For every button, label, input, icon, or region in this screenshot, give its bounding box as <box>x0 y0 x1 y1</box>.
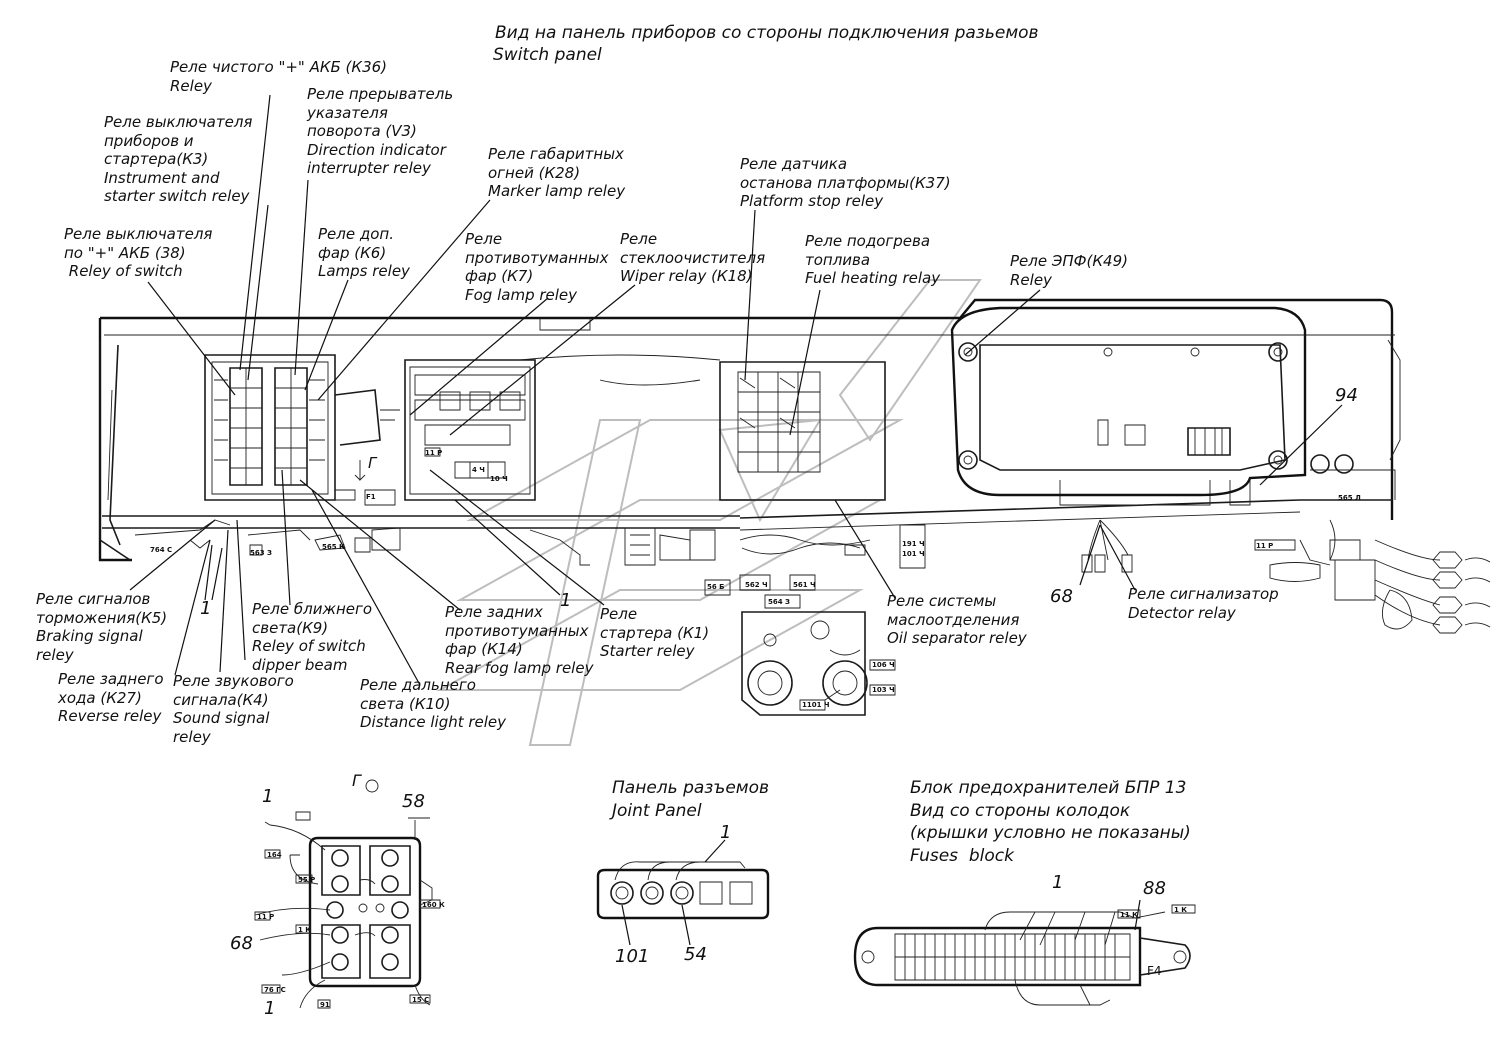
ref-number-58: 58 <box>402 791 425 812</box>
label-relay-k49: Реле ЭПФ(К49) Reley <box>1010 252 1128 289</box>
section-marker-g: Г <box>368 454 377 472</box>
connector-tag: 564 З <box>768 598 791 606</box>
label-relay-k28: Реле габаритных огней (К28) Marker lamp … <box>488 145 626 200</box>
ref-number-1: 1 <box>262 786 274 807</box>
label-relay-k5: Реле сигналов торможения(К5) Braking sig… <box>36 590 168 664</box>
connector-tag: 15 С <box>412 996 430 1004</box>
left-relay-block <box>204 354 400 501</box>
g-view-relay-block <box>254 779 441 1009</box>
ref-number-68: 68 <box>1050 586 1073 607</box>
connector-tag: 103 Ч <box>872 686 895 694</box>
connector-tag: 164 <box>267 851 282 859</box>
label-relay-k38: Реле выключателя по "+" АКБ (38) Reley o… <box>64 225 213 280</box>
label-relay-k4: Реле звукового сигнала(К4) Sound signal … <box>173 672 294 746</box>
ref-number-1: 1 <box>264 998 276 1019</box>
connector-tag: 91 <box>320 1001 330 1009</box>
connector-tag: 11 Р <box>257 913 275 921</box>
label-relay-oil-separator: Реле системы маслоотделения Oil separato… <box>887 592 1027 647</box>
ref-number-88: 88 <box>1143 878 1166 899</box>
fuses-block-title: Блок предохранителей БПР 13 Вид со сторо… <box>910 778 1191 866</box>
label-relay-fuel-heating: Реле подогрева топлива Fuel heating rela… <box>805 232 941 287</box>
connector-tag: 191 Ч <box>902 540 925 548</box>
leader-lines <box>129 94 1343 686</box>
right-relay-block <box>719 361 886 501</box>
connector-tag: 160 К <box>422 901 445 909</box>
connector-tag: 11 Р <box>1256 542 1274 550</box>
ref-number-1: 1 <box>560 590 572 611</box>
connector-tag: 565 Л <box>1338 494 1361 502</box>
middle-relay-block <box>334 359 536 506</box>
connector-tag: 4 Ч <box>472 466 485 474</box>
label-relay-k1: Реле стартера (К1) Starter reley <box>600 605 710 660</box>
ref-number-1: 1 <box>200 598 212 619</box>
dashboard-outline <box>98 298 1401 562</box>
view-g-title: Г <box>352 771 361 790</box>
connector-tag: 561 Ч <box>793 581 816 589</box>
connector-tag: 55 Р <box>298 876 316 884</box>
ref-number-1: 1 <box>1052 872 1064 893</box>
connector-tag: 563 З <box>250 549 273 557</box>
connector-tag: 76 ГС <box>264 986 286 994</box>
ref-number-101: 101 <box>615 946 650 967</box>
connector-tag: 101 Ч <box>902 550 925 558</box>
label-relay-k6: Реле доп. фар (К6) Lamps reley <box>318 225 410 280</box>
joint-panel-title: Панель разъемов Joint Panel <box>612 778 770 821</box>
label-relay-k36: Реле чистого "+" АКБ (К36) Reley <box>170 58 388 95</box>
connector-tag: 1 К <box>1174 906 1188 914</box>
connector-tag: 11 К <box>1120 911 1138 919</box>
lower-wiring <box>134 519 1491 716</box>
label-relay-k9: Реле ближнего света(К9) Reley of switch … <box>252 600 373 674</box>
ref-number-1: 1 <box>720 822 732 843</box>
connector-tag: F1 <box>366 493 376 501</box>
fuse-f4-label: F4 <box>1147 964 1162 978</box>
label-relay-k14: Реле задних противотуманных фар (К14) Re… <box>445 603 594 677</box>
connector-tag: 11 Р <box>425 449 443 457</box>
label-relay-k18: Реле стеклоочистителя Wiper relay (К18) <box>620 230 766 285</box>
connector-tag: 565 К <box>322 543 345 551</box>
connector-tag: 1 К <box>298 926 312 934</box>
ref-number-94: 94 <box>1335 385 1358 406</box>
label-relay-k3: Реле выключателя приборов и стартера(К3)… <box>104 113 253 205</box>
page-subtitle: Switch panel <box>493 45 602 65</box>
connector-tag: 56 Б <box>707 583 725 591</box>
label-relay-k27: Реле заднего хода (К27) Reverse reley <box>58 670 164 725</box>
label-relay-detector: Реле сигнализатор Detector relay <box>1128 585 1279 622</box>
joint-panel-drawing <box>596 839 770 946</box>
page-title: Вид на панель приборов со стороны подклю… <box>495 23 1039 43</box>
connector-tag: 764 С <box>150 546 173 554</box>
fuses-block-drawing <box>853 899 1196 1006</box>
label-relay-k37: Реле датчика останова платформы(К37) Pla… <box>740 155 951 210</box>
connector-tag: 1101 Ч <box>802 701 830 709</box>
ref-number-54: 54 <box>684 944 707 965</box>
ref-number-68: 68 <box>230 933 253 954</box>
connector-tag: 106 Ч <box>872 661 895 669</box>
label-relay-v3: Реле прерыватель указателя поворота (V3)… <box>307 85 454 177</box>
label-relay-k10: Реле дальнего света (К10) Distance light… <box>360 676 507 731</box>
connector-tag: 562 Ч <box>745 581 768 589</box>
connector-tag: 10 Ч <box>490 475 508 483</box>
label-relay-k7: Реле противотуманных фар (К7) Fog lamp r… <box>465 230 609 304</box>
